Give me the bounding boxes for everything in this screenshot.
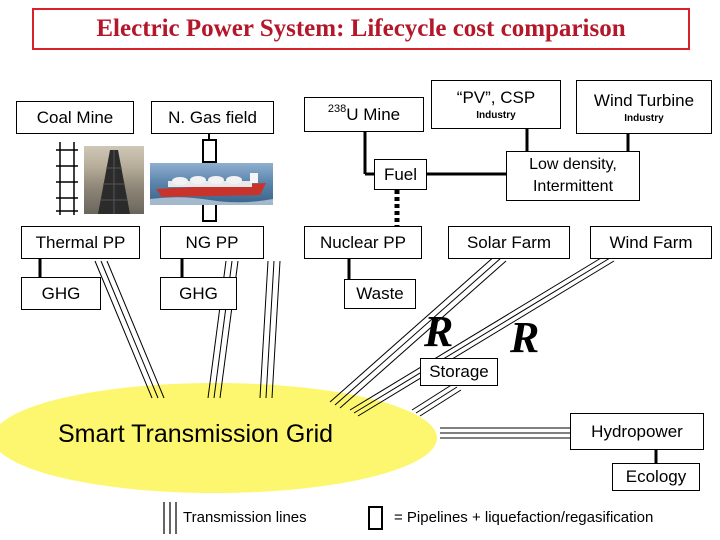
lng-ship-drawing [150,173,273,205]
legend-transmission-icon [163,502,177,534]
title-box: Electric Power System: Lifecycle cost co… [32,8,690,50]
ghg-thermal-label: GHG [41,283,81,303]
pv-csp-label: “PV”, CSP [456,88,536,107]
ghg-ng-label: GHG [179,283,218,303]
fuel-links [363,129,630,176]
solar-farm-label: Solar Farm [466,232,552,252]
legend-pipeline-icon [368,506,383,530]
smart-grid-label: Smart Transmission Grid [58,420,334,448]
wind-industry-label: Industry [624,112,664,124]
low-density-node: Low density, Intermittent [506,151,640,201]
wind-turbine-label: Wind Turbine [593,90,695,110]
gas-field-label: N. Gas field [168,107,257,127]
ng-pp-label: NG PP [185,232,239,252]
waste-node: Waste [344,279,416,309]
coal-mine-node: Coal Mine [16,101,134,134]
hydropower-node: Hydropower [570,413,704,450]
emission-links [38,258,351,279]
wind-farm-label: Wind Farm [609,232,693,252]
diagram-title: Electric Power System: Lifecycle cost co… [96,15,626,42]
storage-symbol-right-icon: R [510,313,540,362]
coal-train-drawing [98,150,130,214]
pv-csp-node: “PV”, CSP Industry [431,80,561,129]
nuclear-pp-node: Nuclear PP [304,226,422,259]
uranium-isotope-number: 238 [327,102,347,115]
low-density-line2: Intermittent [532,178,614,195]
storage-label: Storage [429,362,489,381]
coal-rail-track [56,142,78,215]
thermal-pp-label: Thermal PP [35,232,126,252]
lng-ship-image [150,163,273,205]
fuel-node: Fuel [374,159,427,190]
ghg-ng-node: GHG [160,277,237,310]
wind-turbine-node: Wind Turbine Industry [576,80,712,134]
storage-symbol-left-icon: R [424,307,454,356]
fuel-label: Fuel [383,164,418,184]
waste-label: Waste [356,284,404,303]
solar-farm-node: Solar Farm [448,226,570,259]
gas-field-node: N. Gas field [151,101,274,134]
coal-mine-label: Coal Mine [36,107,114,127]
uranium-mine-label: U Mine [346,104,401,124]
thermal-pp-node: Thermal PP [21,226,140,259]
nuclear-pp-label: Nuclear PP [320,232,406,252]
pv-industry-label: Industry [476,110,516,121]
legend-transmission-label: Transmission lines [183,509,307,526]
uranium-mine-node: 238 U Mine [304,97,424,132]
ghg-thermal-node: GHG [21,277,101,310]
ecology-node: Ecology [612,463,700,491]
ecology-label: Ecology [625,467,687,486]
legend-pipeline-label: = Pipelines + liquefaction/regasificatio… [394,509,654,526]
ng-pp-node: NG PP [160,226,264,259]
hydropower-label: Hydropower [591,421,683,441]
coal-train-image [84,146,144,214]
wind-farm-node: Wind Farm [590,226,712,259]
storage-node: Storage [420,358,498,386]
smart-grid-ellipse [0,383,437,493]
low-density-line1: Low density, [529,156,617,173]
transmission-lines [94,254,615,439]
